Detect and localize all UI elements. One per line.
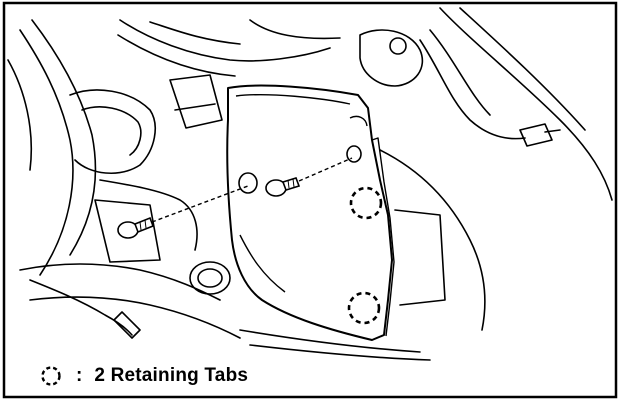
clip-left: [117, 216, 155, 239]
guide-line-left: [151, 185, 249, 223]
clip-middle: [265, 177, 301, 197]
guide-line-upper: [298, 157, 353, 182]
installation-guides: [151, 157, 353, 223]
dashed-circle-icon: [41, 366, 61, 386]
legend: : 2 Retaining Tabs: [40, 362, 248, 390]
retaining-tab-lower: [347, 291, 381, 325]
mount-hole-upper: [346, 145, 362, 163]
legend-separator: :: [76, 365, 83, 386]
background-structure: [7, 7, 613, 361]
fasteners: [117, 145, 362, 239]
legend-label: 2 Retaining Tabs: [94, 365, 249, 386]
mount-hole-left: [238, 172, 258, 194]
retaining-tab-upper: [349, 186, 383, 220]
